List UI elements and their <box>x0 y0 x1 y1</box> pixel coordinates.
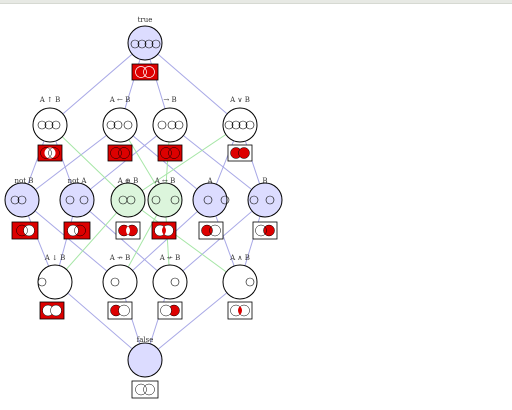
node-label-not-a: not A <box>68 177 88 185</box>
node-a-nleft-b: A ↚ B <box>152 254 188 320</box>
node-label-a-nright-b: A ↛ B <box>109 254 131 262</box>
venn-a-up-b <box>37 144 63 162</box>
node-a-nright-b: A ↛ B <box>102 254 138 320</box>
node-a-left-b: A ← B <box>102 96 138 162</box>
node-not-b: not B <box>4 177 40 240</box>
venn-a-iff-b <box>151 221 177 240</box>
node-a-iff-b: A ↔ B <box>147 177 183 240</box>
venn-a-nright-b <box>107 301 133 320</box>
node-label-a-nleft-b: A ↚ B <box>159 254 181 262</box>
node-label-a-down-b: A ↓ B <box>44 254 66 262</box>
node-label-a-left-b: A ← B <box>109 96 131 104</box>
venn-a-and-b <box>227 301 253 320</box>
node-label-a-iff-b: A ↔ B <box>154 177 176 185</box>
node-label-not-b: not B <box>15 177 34 185</box>
node-label-false: false <box>137 336 154 344</box>
node-not-a: not A <box>59 177 95 240</box>
venn-a-or-b <box>227 144 253 162</box>
node-label-a-and-b: A ∧ B <box>229 254 250 262</box>
window-top-strip <box>0 0 512 4</box>
node-true: true <box>127 16 163 81</box>
node-false: false <box>127 336 163 399</box>
node-label-a-xor-b: A ⊕ B <box>117 177 139 185</box>
node-label-a-or-b: A ∨ B <box>229 96 250 104</box>
node-b: B <box>247 177 283 240</box>
venn-a-left-b <box>107 144 133 162</box>
venn-b <box>252 221 278 240</box>
node-a-up-b: A ↑ B <box>32 96 68 162</box>
venn-true <box>131 63 159 81</box>
venn-a <box>198 221 224 240</box>
node-label-a-up-b: A ↑ B <box>39 96 61 104</box>
node-a-right-b: → B <box>152 96 188 162</box>
venn-a-right-b <box>157 144 183 162</box>
node-label-a-right-b: → B <box>163 96 176 104</box>
node-label-true: true <box>138 16 153 24</box>
node-a-and-b: A ∧ B <box>222 254 258 320</box>
node-a-down-b: A ↓ B <box>37 254 73 320</box>
node-a-xor-b: A ⊕ B <box>110 177 146 240</box>
venn-a-nleft-b <box>157 301 183 320</box>
node-label-a: A <box>206 177 213 185</box>
venn-a-down-b <box>39 301 65 320</box>
venn-not-a <box>63 221 91 240</box>
venn-false <box>131 380 159 399</box>
venn-not-b <box>11 221 39 240</box>
venn-a-xor-b <box>115 221 141 240</box>
node-a: A <box>192 177 230 240</box>
node-a-or-b: A ∨ B <box>222 96 258 162</box>
node-label-b: B <box>262 177 267 185</box>
